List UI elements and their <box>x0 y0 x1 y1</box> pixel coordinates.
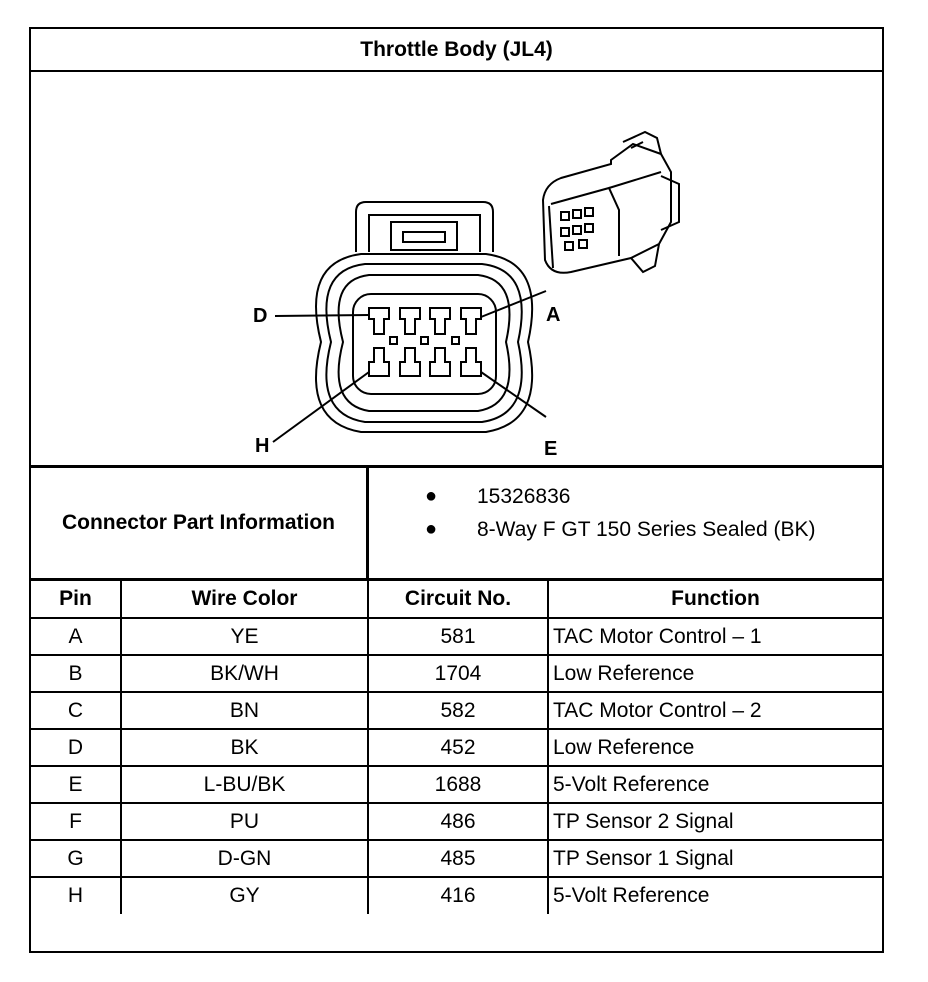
table-row: G D-GN 485 TP Sensor 1 Signal <box>31 839 882 878</box>
cell-function: TP Sensor 2 Signal <box>547 802 882 841</box>
header-circuit-no: Circuit No. <box>367 581 549 619</box>
cell-wire-color: L-BU/BK <box>120 765 369 804</box>
cell-function: TAC Motor Control – 1 <box>547 617 882 656</box>
cell-function: TAC Motor Control – 2 <box>547 691 882 730</box>
pin-h-label: H <box>255 435 270 457</box>
connector-description: 8-Way F GT 150 Series Sealed (BK) <box>477 517 816 541</box>
cell-function: 5-Volt Reference <box>547 765 882 804</box>
table-row: D BK 452 Low Reference <box>31 728 882 767</box>
table-row: H GY 416 5-Volt Reference <box>31 876 882 914</box>
header-pin: Pin <box>31 581 122 619</box>
cell-pin: G <box>31 839 122 878</box>
pin-d-label: D <box>253 305 268 327</box>
pinout-table: Pin Wire Color Circuit No. Function A YE… <box>31 581 882 914</box>
cell-circuit-no: 581 <box>367 617 549 656</box>
connector-info-item: ● 8-Way F GT 150 Series Sealed (BK) <box>369 513 882 546</box>
cell-wire-color: D-GN <box>120 839 369 878</box>
bullet-icon: ● <box>424 518 438 540</box>
cell-wire-color: YE <box>120 617 369 656</box>
cell-wire-color: BN <box>120 691 369 730</box>
cell-function: Low Reference <box>547 654 882 693</box>
cell-function: 5-Volt Reference <box>547 876 882 914</box>
header-function: Function <box>547 581 882 619</box>
cell-circuit-no: 1704 <box>367 654 549 693</box>
table-row: B BK/WH 1704 Low Reference <box>31 654 882 693</box>
cell-pin: H <box>31 876 122 914</box>
connector-info-label: Connector Part Information <box>31 468 369 578</box>
connector-info-list: ● 15326836 ● 8-Way F GT 150 Series Seale… <box>369 468 882 578</box>
cell-function: Low Reference <box>547 728 882 767</box>
connector-face-diagram <box>272 130 680 443</box>
cell-wire-color: PU <box>120 802 369 841</box>
cell-circuit-no: 582 <box>367 691 549 730</box>
cell-pin: C <box>31 691 122 730</box>
cell-pin: D <box>31 728 122 767</box>
cell-function: TP Sensor 1 Signal <box>547 839 882 878</box>
table-row: F PU 486 TP Sensor 2 Signal <box>31 802 882 841</box>
table-row: C BN 582 TAC Motor Control – 2 <box>31 691 882 730</box>
cell-circuit-no: 1688 <box>367 765 549 804</box>
pin-e-label: E <box>544 438 558 460</box>
cell-wire-color: BK/WH <box>120 654 369 693</box>
cell-pin: E <box>31 765 122 804</box>
header-wire-color: Wire Color <box>120 581 369 619</box>
cell-pin: B <box>31 654 122 693</box>
cell-wire-color: GY <box>120 876 369 914</box>
cell-circuit-no: 485 <box>367 839 549 878</box>
table-header-row: Pin Wire Color Circuit No. Function <box>31 581 882 619</box>
connector-illustration: D A H E <box>31 72 882 465</box>
pin-a-label: A <box>546 304 561 326</box>
cell-circuit-no: 416 <box>367 876 549 914</box>
connector-info-item: ● 15326836 <box>369 480 882 513</box>
cell-pin: F <box>31 802 122 841</box>
connector-sheet: Throttle Body (JL4) <box>29 27 884 953</box>
cell-circuit-no: 452 <box>367 728 549 767</box>
cell-wire-color: BK <box>120 728 369 767</box>
table-row: E L-BU/BK 1688 5-Volt Reference <box>31 765 882 804</box>
connector-part-info: Connector Part Information ● 15326836 ● … <box>31 465 882 581</box>
cell-pin: A <box>31 617 122 656</box>
page-title: Throttle Body (JL4) <box>31 29 882 72</box>
bullet-icon: ● <box>424 485 438 507</box>
part-number: 15326836 <box>477 484 571 508</box>
table-row: A YE 581 TAC Motor Control – 1 <box>31 617 882 656</box>
cell-circuit-no: 486 <box>367 802 549 841</box>
